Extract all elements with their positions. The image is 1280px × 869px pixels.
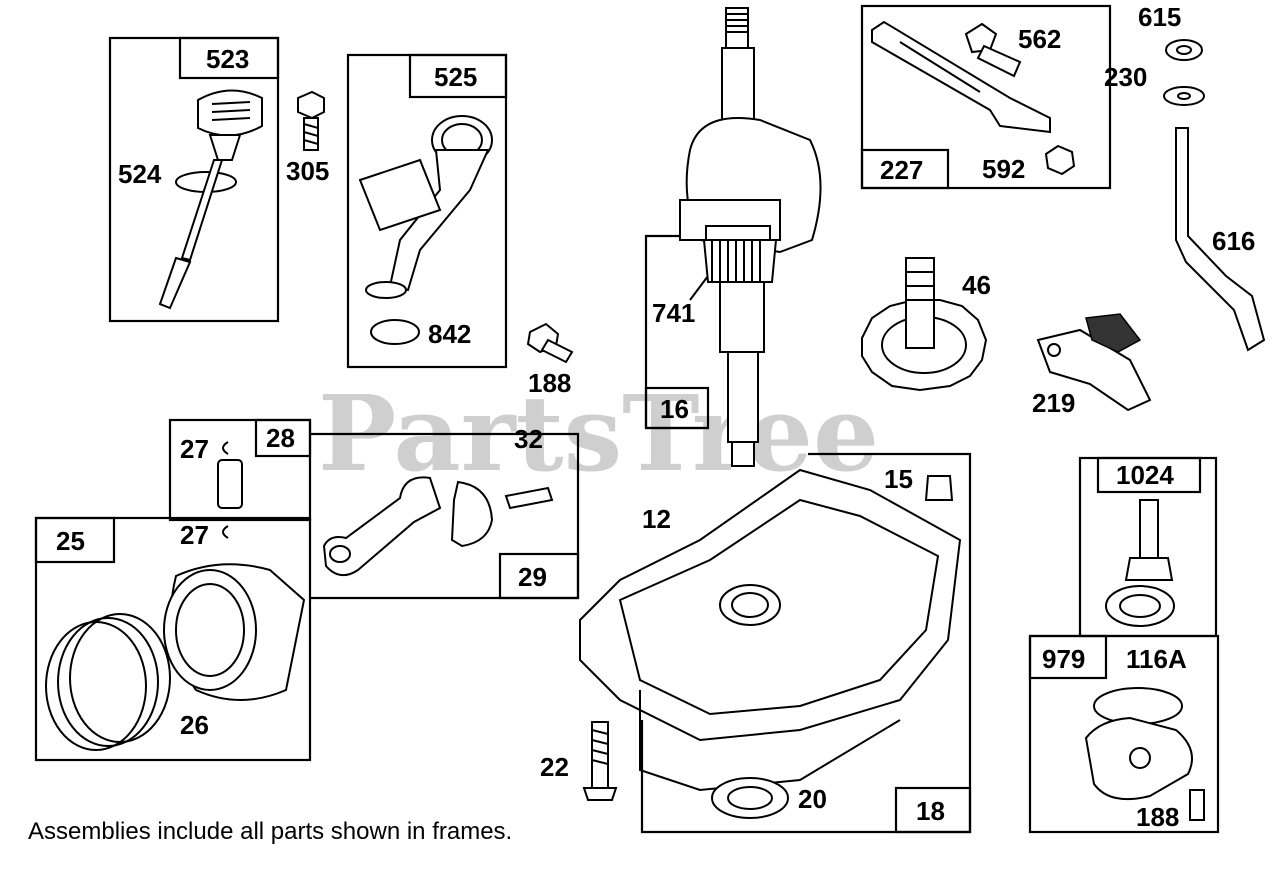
frame-25: 25 26 xyxy=(34,516,312,762)
callout-116A: 116A xyxy=(1126,644,1187,674)
piston-pin-part xyxy=(217,459,243,509)
governor-lever-part xyxy=(871,20,1051,134)
frame-1024: 1024 xyxy=(1078,456,1218,638)
crankcase-part xyxy=(579,468,962,792)
caption: Assemblies include all parts shown in fr… xyxy=(28,818,513,845)
callout-46: 46 xyxy=(962,270,991,300)
part-20-seal xyxy=(711,777,789,819)
callout-615: 615 xyxy=(1138,2,1181,32)
frame-227: 227 562 592 xyxy=(860,4,1112,190)
callout-25: 25 xyxy=(56,526,85,556)
callout-227: 227 xyxy=(880,155,923,185)
callout-22: 22 xyxy=(540,752,569,782)
callout-188-bottom: 188 xyxy=(1136,802,1179,832)
frame-979: 979 116A 188 xyxy=(1028,634,1220,834)
callout-188-top: 188 xyxy=(528,368,571,398)
dipstick-part xyxy=(158,89,263,310)
callout-27-bottom: 27 xyxy=(180,520,209,550)
part-188-small-bolt xyxy=(1189,789,1205,821)
callout-230: 230 xyxy=(1104,62,1147,92)
callout-27-top: 27 xyxy=(180,434,209,464)
callout-524: 524 xyxy=(118,159,162,189)
callout-12: 12 xyxy=(642,504,671,534)
frame-523: 523 524 xyxy=(108,36,280,323)
callout-305: 305 xyxy=(286,156,329,186)
part-219: 219 xyxy=(1032,313,1152,418)
part-305: 305 xyxy=(286,90,329,186)
callout-523: 523 xyxy=(206,44,249,74)
part-188-bolt: 188 xyxy=(526,322,574,398)
callout-1024: 1024 xyxy=(1116,460,1174,490)
frame-525: 525 842 xyxy=(346,53,508,369)
connecting-rod-part xyxy=(322,476,494,577)
callout-842: 842 xyxy=(428,319,471,349)
callout-16: 16 xyxy=(660,394,689,424)
part-46-camshaft: 46 xyxy=(861,257,991,392)
piston-part xyxy=(163,563,306,701)
callout-20: 20 xyxy=(798,784,827,814)
callout-18: 18 xyxy=(916,796,945,826)
part-32-bolt xyxy=(504,486,554,510)
piston-rings-part xyxy=(45,613,171,751)
callout-28: 28 xyxy=(266,423,295,453)
frame-29: 29 32 xyxy=(310,424,580,600)
callout-592: 592 xyxy=(982,154,1025,184)
part-615-230-616: 615 230 616 xyxy=(1104,2,1266,352)
crankshaft-part xyxy=(679,7,822,467)
callout-562: 562 xyxy=(1018,24,1061,54)
part-842-oring xyxy=(370,319,420,345)
frame-18: 18 12 15 20 xyxy=(579,452,972,834)
part-15-plug xyxy=(924,475,954,501)
cover-oring-part xyxy=(1093,687,1183,725)
pump-cover-part xyxy=(1084,716,1193,801)
callout-979: 979 xyxy=(1042,644,1085,674)
part-562-bolt xyxy=(964,22,1022,78)
callout-26: 26 xyxy=(180,710,209,740)
fill-tube-part xyxy=(358,115,493,299)
callout-15: 15 xyxy=(884,464,913,494)
callout-741: 741 xyxy=(652,298,695,328)
part-592-nut xyxy=(1044,144,1076,176)
frame-28: 28 27 27 xyxy=(168,418,312,550)
callout-616: 616 xyxy=(1212,226,1255,256)
callout-32: 32 xyxy=(514,424,543,454)
callout-219: 219 xyxy=(1032,388,1075,418)
oil-pump-part xyxy=(1105,499,1175,627)
callout-29: 29 xyxy=(518,562,547,592)
callout-525: 525 xyxy=(434,62,477,92)
part-22-bolt: 22 xyxy=(540,721,618,801)
